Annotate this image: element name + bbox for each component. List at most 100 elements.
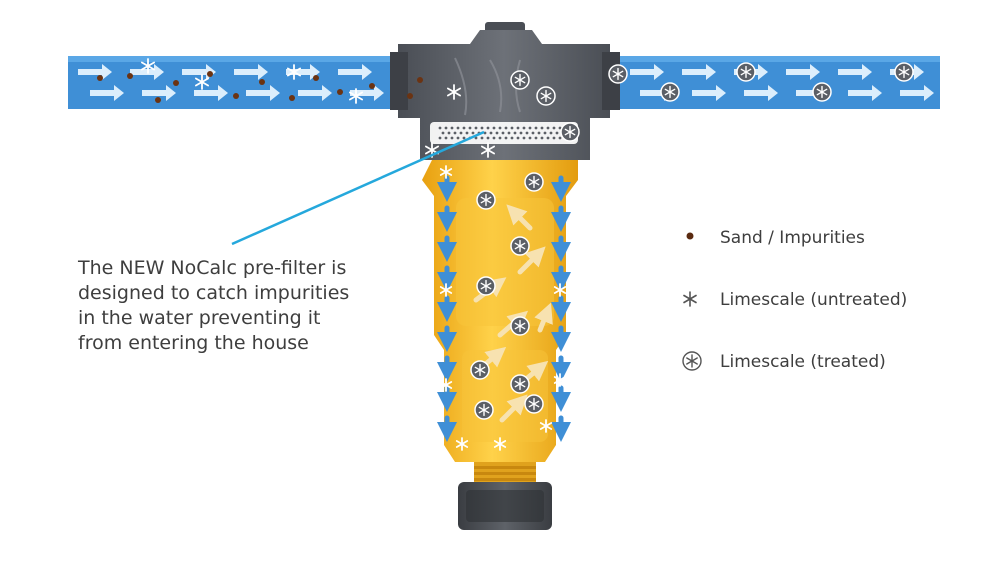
mesh-hole: [516, 126, 520, 130]
limescale-untreated-mark: [141, 58, 155, 74]
mesh-hole: [504, 126, 508, 130]
mesh-hole: [531, 131, 535, 135]
mesh-hole: [438, 126, 442, 130]
mesh-hole: [525, 131, 529, 135]
limescale-untreated-mark: [195, 74, 209, 90]
callout-pointer-line: [231, 130, 485, 246]
flow-arrow: [78, 64, 112, 80]
limescale-treated-mark: [476, 190, 496, 210]
flow-arrow: [130, 64, 164, 80]
inlet-pipe: [68, 56, 398, 109]
mesh-hole: [510, 136, 514, 140]
flow-arrow: [90, 85, 124, 101]
mesh-hole: [510, 126, 514, 130]
limescale-untreated-mark: [553, 283, 567, 297]
sand-dot: [207, 71, 213, 77]
asterisk-icon: [683, 291, 697, 307]
mesh-hole: [450, 136, 454, 140]
flow-arrow: [298, 85, 332, 101]
mesh-hole: [546, 126, 550, 130]
limescale-treated-mark: [510, 316, 530, 336]
sand-dot: [97, 75, 103, 81]
mesh-hole: [492, 136, 496, 140]
sand-dot: [155, 97, 161, 103]
mesh-hole: [456, 126, 460, 130]
limescale-untreated-mark: [481, 142, 495, 158]
flow-arrow: [246, 85, 280, 101]
flow-arrow: [234, 64, 268, 80]
limescale-treated-mark: [536, 86, 556, 106]
filter-flow-arrows: [437, 165, 571, 451]
inner-flow-arrow: [534, 302, 553, 333]
callout-line-2: designed to catch impurities: [78, 282, 350, 304]
mesh-hole: [498, 136, 502, 140]
limescale-treated-mark: [560, 122, 580, 142]
water-particles: [97, 58, 914, 158]
callout-line-4: from entering the house: [78, 332, 309, 354]
mesh-hole: [552, 136, 556, 140]
legend-item-sand: Sand / Impurities: [680, 222, 907, 254]
flow-arrow: [682, 64, 716, 80]
callout-line-3: in the water preventing it: [78, 307, 321, 329]
mesh-hole: [462, 126, 466, 130]
mesh-hole: [444, 136, 448, 140]
limescale-untreated-mark: [553, 373, 567, 387]
flow-arrow: [692, 85, 726, 101]
mesh-hole: [474, 126, 478, 130]
limescale-treated-mark: [510, 236, 530, 256]
inner-flow-arrow: [499, 394, 528, 423]
mesh-hole: [543, 131, 547, 135]
mesh-hole: [456, 136, 460, 140]
prefilter-callout: The NEW NoCalc pre-filter is designed to…: [78, 256, 408, 356]
mesh-hole: [549, 131, 553, 135]
limescale-treated-mark: [894, 62, 914, 82]
mesh-hole: [483, 131, 487, 135]
limescale-untreated-mark: [439, 165, 453, 179]
mesh-hole: [468, 126, 472, 130]
mesh-hole: [450, 126, 454, 130]
limescale-treated-mark: [470, 360, 490, 380]
filter-head: [390, 22, 620, 160]
mesh-hole: [501, 131, 505, 135]
flow-arrow: [630, 64, 664, 80]
flow-arrow: [194, 85, 228, 101]
limescale-untreated-mark: [493, 437, 507, 451]
mesh-hole: [558, 136, 562, 140]
mesh-hole: [528, 136, 532, 140]
sand-dot: [127, 73, 133, 79]
mesh-hole: [480, 136, 484, 140]
mesh-hole: [465, 131, 469, 135]
mesh-hole: [489, 131, 493, 135]
flow-arrow: [838, 64, 872, 80]
legend-item-untreated: Limescale (untreated): [680, 284, 907, 316]
sand-dot: [289, 95, 295, 101]
flow-arrow: [338, 64, 372, 80]
mesh-hole: [528, 126, 532, 130]
mesh-hole: [498, 126, 502, 130]
mesh-hole: [522, 136, 526, 140]
limescale-treated-mark: [524, 394, 544, 414]
mesh-hole: [513, 131, 517, 135]
sand-dot: [233, 93, 239, 99]
limescale-treated-mark: [510, 70, 530, 90]
mesh-hole: [504, 136, 508, 140]
limescale-treated-mark: [608, 64, 628, 84]
mesh-hole: [522, 126, 526, 130]
mesh-hole: [447, 131, 451, 135]
mesh-hole: [537, 131, 541, 135]
limescale-treated-mark: [476, 276, 496, 296]
limescale-treated-mark: [660, 82, 680, 102]
limescale-untreated-mark: [439, 283, 453, 297]
mesh-hole: [492, 126, 496, 130]
limescale-untreated-mark: [349, 88, 363, 104]
outlet-pipe: [610, 56, 940, 109]
mesh-hole: [474, 136, 478, 140]
bowl-threads: [474, 466, 536, 481]
limescale-untreated-mark: [287, 64, 301, 80]
mesh-hole: [471, 131, 475, 135]
inner-flow-arrow: [506, 204, 533, 231]
sand-dot: [313, 75, 319, 81]
mesh-hole: [516, 136, 520, 140]
legend-label-untreated: Limescale (untreated): [720, 290, 908, 310]
